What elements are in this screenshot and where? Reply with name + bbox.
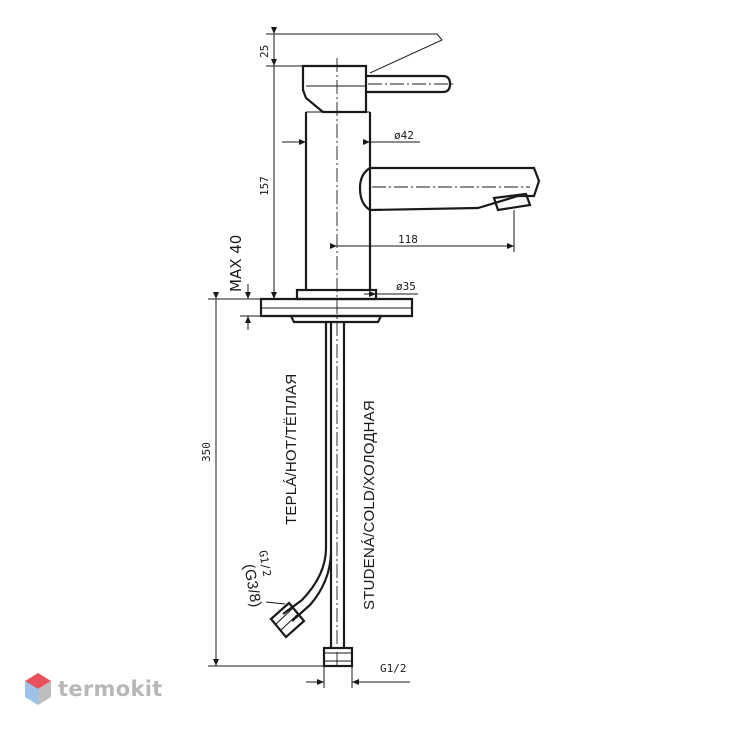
dim-base-diameter: ø35 [396,280,416,293]
dim-hot-thread: G1/2 [256,549,273,577]
dim-body-height: 157 [258,176,271,196]
dim-hose-length: 350 [200,442,213,462]
dim-spout-reach: 118 [398,233,418,246]
dim-handle-lift: 25 [258,45,271,58]
dim-body-diameter: ø42 [394,129,414,142]
dimension-lines [208,27,515,688]
faucet-body [304,111,541,290]
hot-hose-label: TEPLÁ/HOT/ТЁПЛАЯ [283,374,300,525]
cold-hose-label: STUDENÁ/COLD/ХОЛОДНАЯ [361,400,378,610]
lever-handle [268,33,455,114]
dim-cold-thread: G1/2 [380,662,407,675]
mounting-base [259,288,414,324]
brand-name: termokit [58,677,163,701]
termokit-logo-icon [25,673,51,705]
dim-max-thickness: MAX 40 [227,235,245,292]
supply-hoses [269,322,354,668]
brand-watermark: termokit [24,672,163,706]
